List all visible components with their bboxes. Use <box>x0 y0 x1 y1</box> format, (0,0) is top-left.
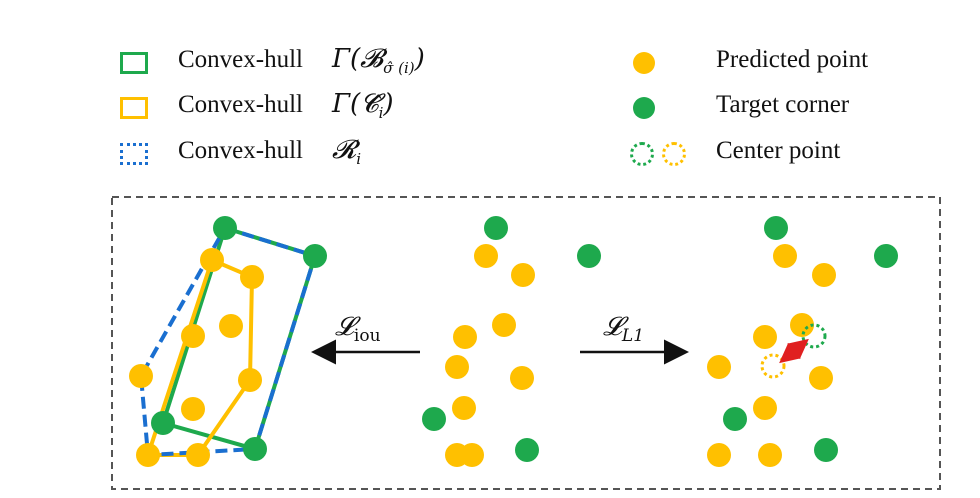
center-point-yellow-swatch <box>662 142 686 166</box>
predicted-point <box>200 248 224 272</box>
predicted-point <box>773 244 797 268</box>
predicted-point <box>753 396 777 420</box>
target-corner <box>213 216 237 240</box>
predicted-point <box>238 368 262 392</box>
l1-distance-arrow <box>779 338 809 364</box>
center-point-yellow <box>760 353 786 379</box>
target-corner <box>422 407 446 431</box>
target-corner <box>874 244 898 268</box>
predicted-point <box>474 244 498 268</box>
predicted-point <box>129 364 153 388</box>
predicted-point <box>453 325 477 349</box>
predicted-point <box>753 325 777 349</box>
loss-subscript: iou <box>353 326 381 347</box>
target-corner <box>814 438 838 462</box>
math-symbol: Γ(𝓒̂ <box>332 89 379 119</box>
predicted-point <box>707 355 731 379</box>
legend-label: Target corner <box>716 91 850 118</box>
legend-label: Predicted point <box>716 46 869 73</box>
legend-math: 𝓡i <box>332 135 361 168</box>
legend-label: Convex-hull <box>178 46 303 73</box>
left-panel <box>129 216 327 467</box>
right-panel <box>707 216 898 467</box>
predicted-point <box>707 443 731 467</box>
predicted-point <box>219 314 243 338</box>
loss-symbol: 𝓛 <box>335 312 354 342</box>
center-point-green-swatch <box>630 142 654 166</box>
legend-label: Convex-hull <box>178 137 303 164</box>
yellow-hull-swatch <box>120 97 148 119</box>
green-hull-swatch <box>120 52 148 74</box>
target-corner <box>243 437 267 461</box>
predicted-point-swatch <box>633 52 655 74</box>
legend-label: Convex-hull <box>178 91 303 118</box>
math-sub: i <box>378 104 384 123</box>
predicted-point <box>809 366 833 390</box>
predicted-point <box>511 263 535 287</box>
target-corner <box>303 244 327 268</box>
predicted-point <box>445 355 469 379</box>
target-corner <box>577 244 601 268</box>
loss-symbol: 𝓛 <box>603 312 622 342</box>
loss-subscript: L1 <box>621 326 645 347</box>
math-close: ) <box>414 44 425 74</box>
predicted-point <box>240 265 264 289</box>
predicted-point <box>790 313 814 337</box>
predicted-point <box>460 443 484 467</box>
math-sub: σ̂ (i) <box>383 59 415 78</box>
math-close: ) <box>383 89 394 119</box>
target-corner <box>484 216 508 240</box>
middle-panel <box>422 216 601 467</box>
predicted-point <box>186 443 210 467</box>
predicted-point <box>452 396 476 420</box>
target-corner-swatch <box>633 97 655 119</box>
legend-math: Γ(𝓒̂i) <box>332 89 394 122</box>
predicted-point <box>492 313 516 337</box>
predicted-point <box>181 397 205 421</box>
target-corner <box>515 438 539 462</box>
blue-hull-swatch <box>120 143 148 165</box>
predicted-point <box>181 324 205 348</box>
math-symbol: 𝓡 <box>332 135 357 165</box>
predicted-point <box>510 366 534 390</box>
math-symbol: Γ(𝓑 <box>332 44 384 74</box>
legend-label: Center point <box>716 137 841 164</box>
predicted-point <box>812 263 836 287</box>
legend-math: Γ(𝓑σ̂ (i)) <box>332 44 425 77</box>
math-sub: i <box>356 150 362 169</box>
target-corner <box>764 216 788 240</box>
iou-loss-label: 𝓛iou <box>335 312 381 346</box>
scene-frame <box>111 196 941 490</box>
target-corner <box>151 411 175 435</box>
predicted-point <box>136 443 160 467</box>
center-point-green <box>801 323 827 349</box>
l1-loss-label: 𝓛L1 <box>603 312 644 346</box>
target-corner <box>723 407 747 431</box>
predicted-point <box>758 443 782 467</box>
